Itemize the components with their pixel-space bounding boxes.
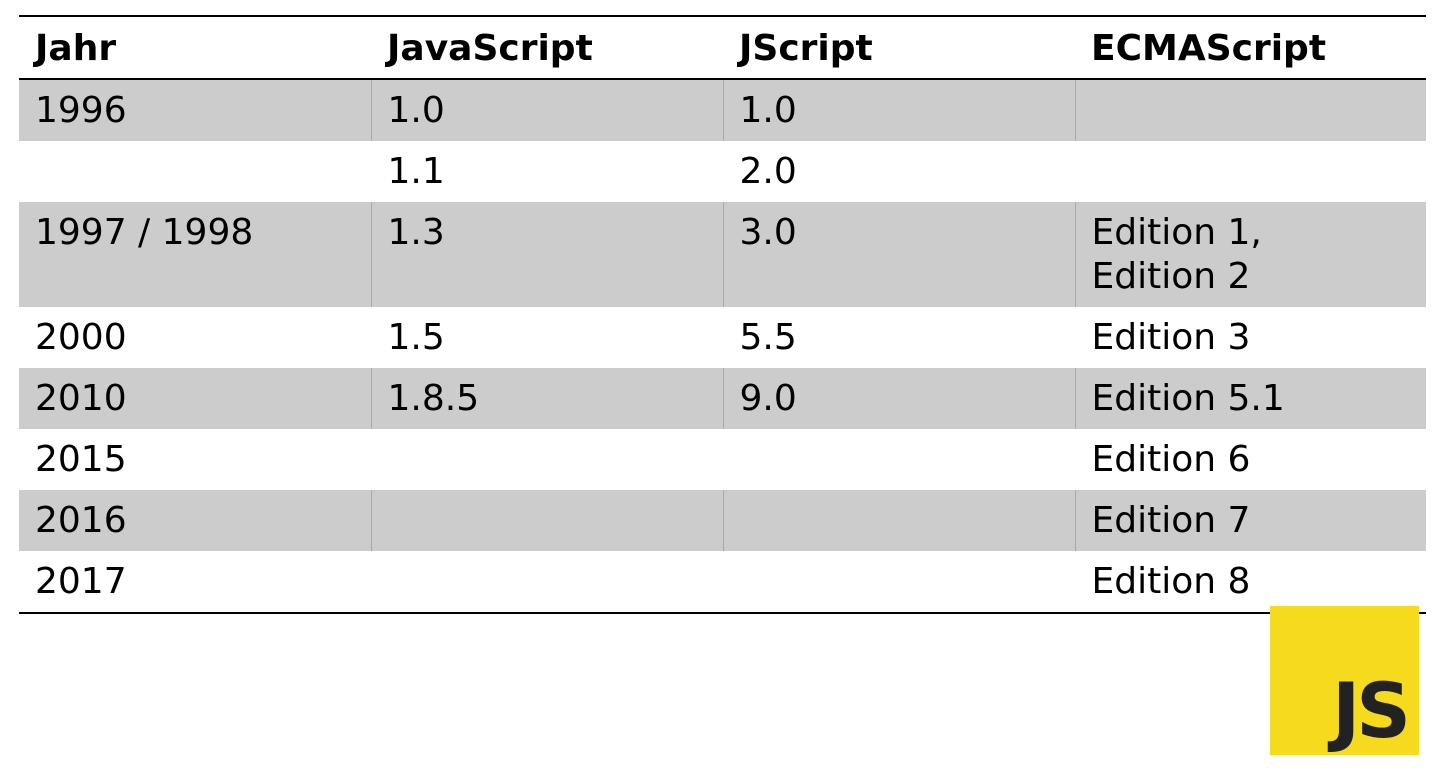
header-jahr: Jahr bbox=[19, 16, 371, 80]
cell-ecmascript bbox=[1075, 141, 1426, 202]
cell-jahr bbox=[19, 141, 371, 202]
cell-javascript: 1.3 bbox=[370, 202, 723, 307]
cell-jscript bbox=[723, 551, 1075, 613]
cell-jahr: 1996 bbox=[19, 79, 371, 141]
table-row: 1996 1.0 1.0 bbox=[19, 79, 1426, 141]
cell-jscript bbox=[722, 490, 1075, 551]
header-ecmascript: ECMAScript bbox=[1075, 16, 1426, 80]
cell-javascript bbox=[371, 429, 723, 490]
cell-javascript: 1.5 bbox=[387, 317, 445, 358]
cell-jscript: 9.0 bbox=[722, 368, 1075, 429]
cell-jahr: 2016 bbox=[19, 490, 371, 551]
cell-ecmascript: Edition 5.1 bbox=[1074, 368, 1426, 429]
cell-javascript bbox=[371, 551, 723, 613]
table-row: 2015 Edition 6 bbox=[19, 429, 1426, 490]
cell-javascript: 1.1 bbox=[387, 151, 445, 192]
cell-ecmascript: Edition 1, Edition 2 bbox=[1074, 202, 1426, 307]
js-logo-text: JS bbox=[1331, 666, 1411, 755]
cell-ecmascript bbox=[1074, 79, 1426, 141]
cell-jahr: 2000 bbox=[35, 317, 127, 358]
cell-ecmascript: Edition 8 bbox=[1091, 561, 1251, 602]
cell-ecmascript: Edition 3 bbox=[1091, 317, 1251, 358]
ecmascript-line: Edition 2 bbox=[1091, 256, 1251, 297]
cell-jahr: 2017 bbox=[35, 561, 127, 602]
cell-jscript bbox=[723, 429, 1075, 490]
table-row: 2017 Edition 8 bbox=[19, 551, 1426, 613]
cell-jscript: 2.0 bbox=[739, 151, 797, 192]
table-row: 2016 Edition 7 bbox=[19, 490, 1426, 551]
ecmascript-line: Edition 1, bbox=[1091, 212, 1262, 253]
table-header: Jahr JavaScript JScript ECMAScript bbox=[19, 16, 1426, 80]
cell-jahr: 2015 bbox=[35, 439, 127, 480]
table-row: 1997 / 1998 1.3 3.0 Edition 1, Edition 2 bbox=[19, 202, 1426, 307]
cell-jscript: 5.5 bbox=[739, 317, 797, 358]
cell-jscript: 3.0 bbox=[722, 202, 1075, 307]
header-row: Jahr JavaScript JScript ECMAScript bbox=[19, 16, 1426, 80]
cell-jscript: 1.0 bbox=[722, 79, 1075, 141]
header-javascript: JavaScript bbox=[371, 16, 723, 80]
cell-jahr: 2010 bbox=[19, 368, 371, 429]
cell-javascript bbox=[370, 490, 723, 551]
js-logo: JS bbox=[1270, 606, 1419, 755]
cell-jahr: 1997 / 1998 bbox=[19, 202, 371, 307]
table-row: 1.1 2.0 bbox=[19, 141, 1426, 202]
version-table: Jahr JavaScript JScript ECMAScript 1996 … bbox=[19, 15, 1426, 614]
table-row: 2000 1.5 5.5 Edition 3 bbox=[19, 307, 1426, 368]
header-jscript: JScript bbox=[723, 16, 1075, 80]
cell-javascript: 1.0 bbox=[370, 79, 723, 141]
table-body: 1996 1.0 1.0 1.1 2.0 1997 / 1998 1.3 3.0… bbox=[19, 79, 1426, 613]
table-row: 2010 1.8.5 9.0 Edition 5.1 bbox=[19, 368, 1426, 429]
cell-ecmascript: Edition 7 bbox=[1074, 490, 1426, 551]
cell-javascript: 1.8.5 bbox=[370, 368, 723, 429]
cell-ecmascript: Edition 6 bbox=[1091, 439, 1251, 480]
